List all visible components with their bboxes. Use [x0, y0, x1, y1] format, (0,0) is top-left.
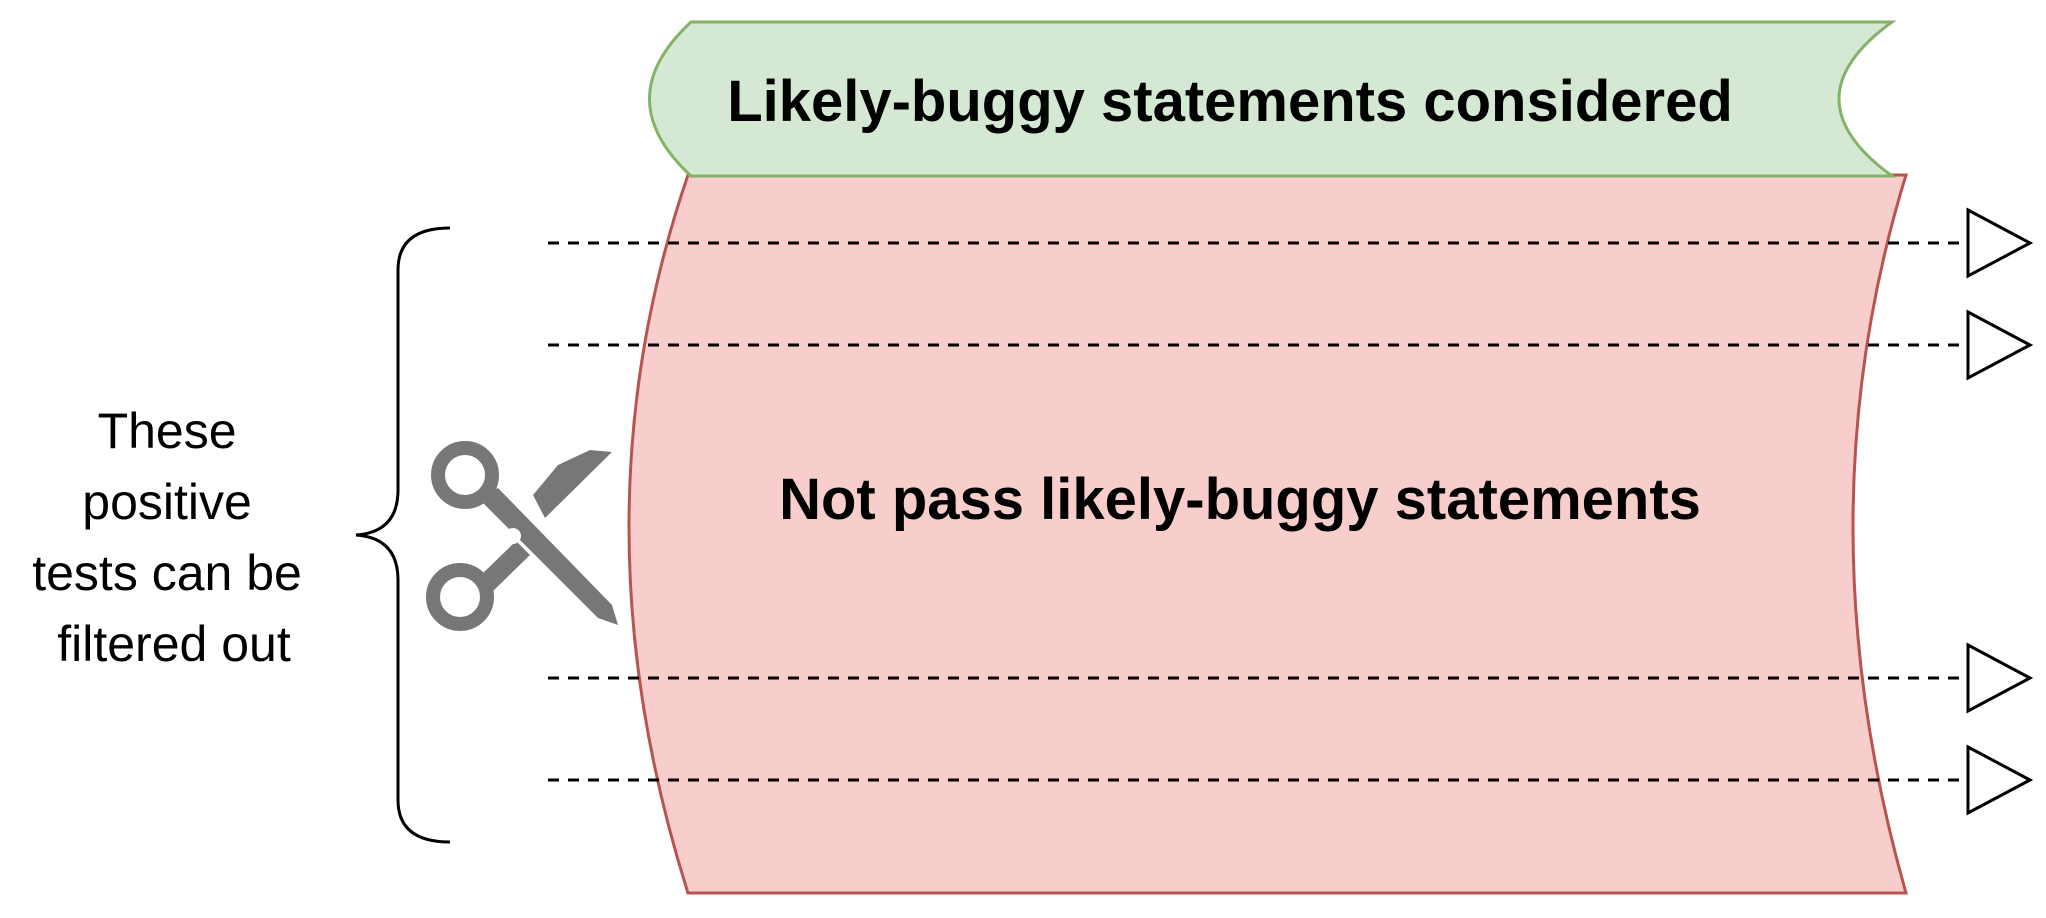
main-box-label: Not pass likely-buggy statements — [779, 467, 1701, 532]
test-arrow-3 — [548, 642, 2034, 714]
filter-note-line-2: positive — [82, 474, 252, 530]
not-pass-box — [627, 173, 1909, 895]
test-arrow-1 — [548, 207, 2034, 279]
open-triangle-arrowhead-icon — [1966, 642, 2034, 714]
test-arrow-2 — [548, 309, 2034, 381]
header-box-label: Likely-buggy statements considered — [727, 69, 1733, 134]
scissors-upper-ring — [431, 441, 499, 509]
scissors-blade-upper — [533, 450, 612, 518]
filter-note-line-1: These — [98, 403, 237, 459]
scissors-lower-ring — [426, 563, 494, 631]
open-triangle-arrowhead-icon — [1966, 744, 2034, 816]
filter-note: These positive tests can be filtered out — [32, 403, 316, 672]
scissors-blade-long — [478, 488, 618, 625]
scissors-handle-arm — [478, 541, 530, 592]
open-triangle-arrowhead-icon — [1966, 309, 2034, 381]
left-curly-brace — [355, 226, 451, 844]
scissors-icon — [426, 441, 618, 631]
scissors-pivot — [505, 528, 521, 544]
filter-note-line-3: tests can be — [32, 545, 302, 601]
open-triangle-arrowhead-icon — [1966, 207, 2034, 279]
test-arrow-4 — [548, 744, 2034, 816]
likely-buggy-header-box — [648, 20, 1897, 178]
filter-note-line-4: filtered out — [57, 616, 291, 672]
